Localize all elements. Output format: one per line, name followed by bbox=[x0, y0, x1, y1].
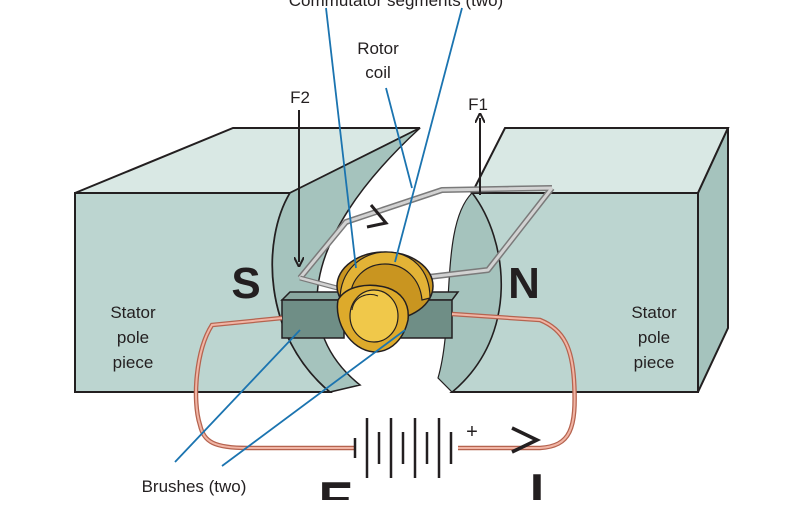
left-stator-label-line2: pole bbox=[117, 328, 149, 347]
leader-brush-right bbox=[221, 329, 406, 467]
leader-brush-left bbox=[174, 329, 301, 463]
brushes-label: Brushes (two) bbox=[142, 477, 247, 496]
left-brush bbox=[281, 299, 345, 339]
commutator-gap bbox=[351, 294, 379, 311]
right-stator-label-line3: piece bbox=[634, 353, 675, 372]
right-stator-pole bbox=[437, 127, 730, 393]
battery-plus-label: + bbox=[466, 421, 478, 443]
right-stator-side bbox=[697, 127, 729, 393]
right-stator-label-line2: pole bbox=[638, 328, 670, 347]
commutator bbox=[336, 251, 434, 353]
leader-lines bbox=[174, 7, 463, 467]
left-stator-label-line3: piece bbox=[113, 353, 154, 372]
leader-commutator-right bbox=[394, 7, 463, 263]
rotor-label-line2: coil bbox=[365, 63, 391, 82]
leader-rotor-coil bbox=[385, 87, 413, 189]
coil-direction-icon bbox=[366, 204, 389, 229]
north-pole-label: N bbox=[508, 259, 540, 308]
f1-label: F1 bbox=[468, 95, 488, 114]
left-stator-label-line1: Stator bbox=[110, 303, 156, 322]
current-direction-icon bbox=[511, 426, 542, 454]
circuit-wire bbox=[193, 311, 577, 451]
right-stator-top bbox=[470, 127, 730, 194]
rotor-label-line1: Rotor bbox=[357, 39, 399, 58]
right-stator-curve bbox=[437, 192, 502, 393]
commutator-hub bbox=[349, 289, 399, 343]
battery-icon bbox=[353, 418, 453, 478]
right-stator-label-line1: Stator bbox=[631, 303, 677, 322]
south-pole-label: S bbox=[231, 259, 260, 308]
leader-commutator-left bbox=[325, 7, 357, 269]
commutator-segment-upper bbox=[339, 251, 431, 301]
current-label: I bbox=[530, 464, 544, 500]
emf-label: E bbox=[319, 472, 354, 500]
f2-label: F2 bbox=[290, 88, 310, 107]
commutator-label: Commutator segments (two) bbox=[289, 0, 503, 10]
